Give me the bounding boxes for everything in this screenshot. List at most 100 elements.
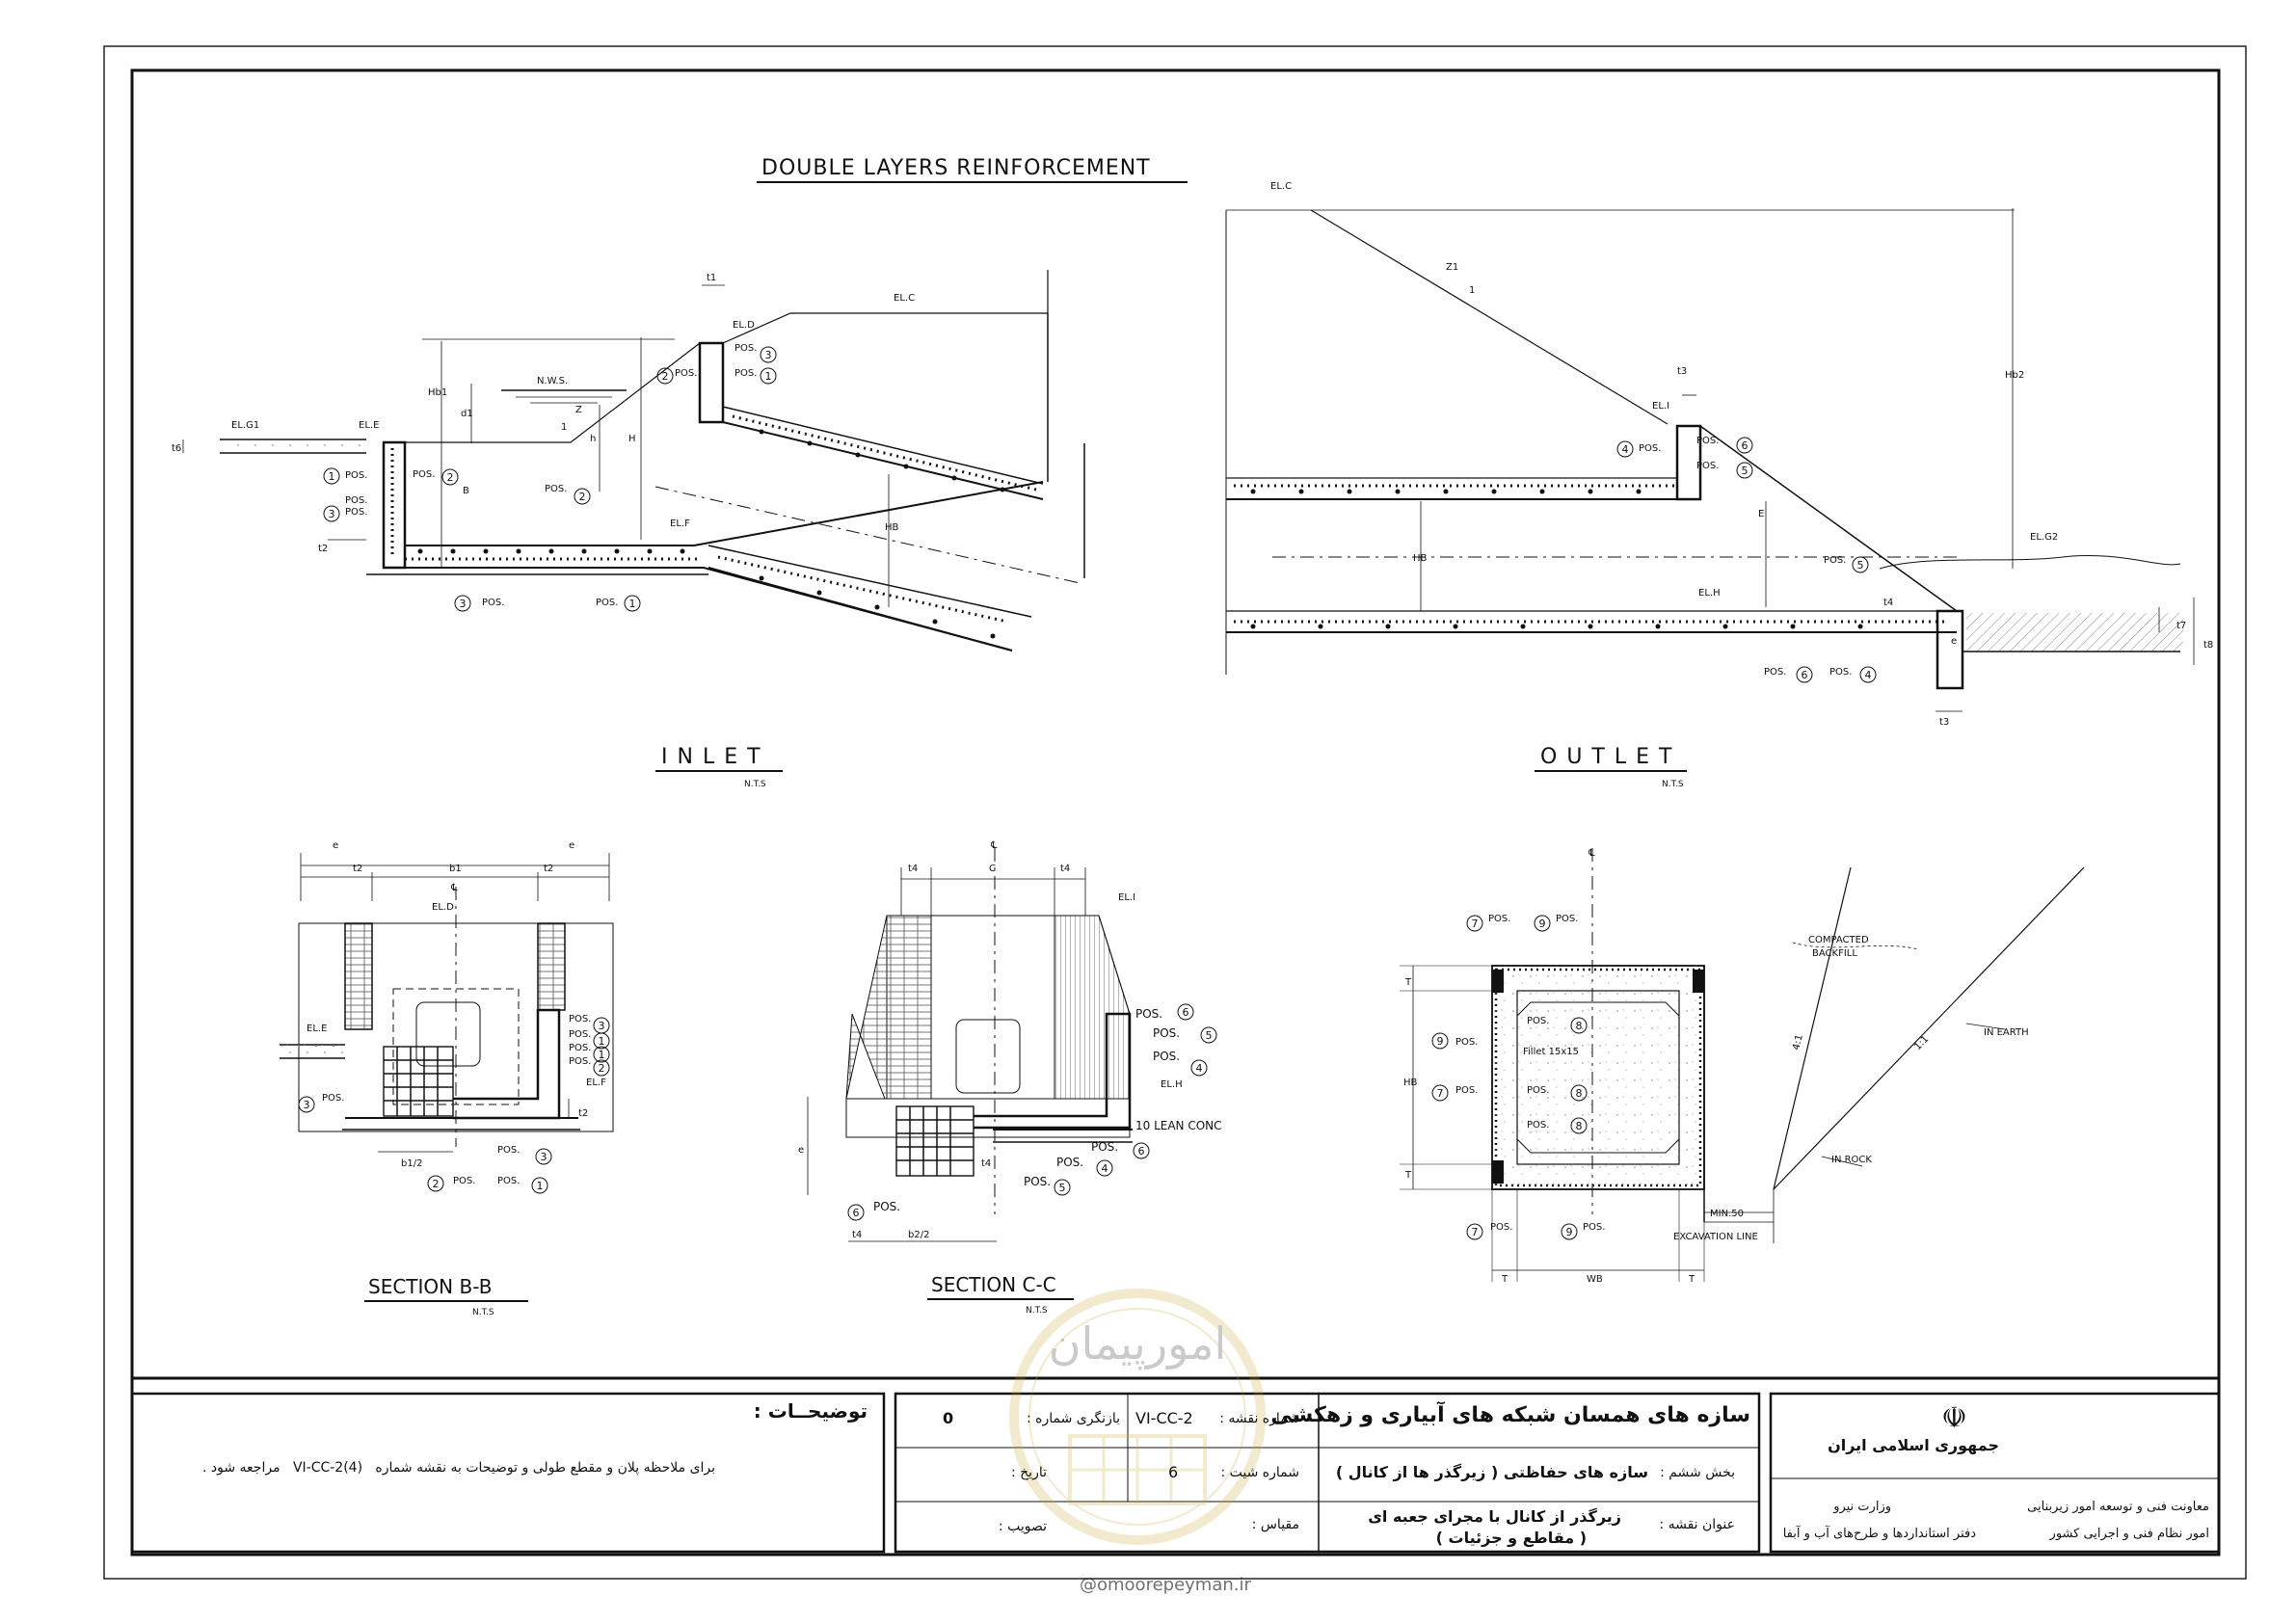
svg-text:POS.: POS. [322,1093,344,1104]
svg-text:EL.F: EL.F [586,1078,606,1088]
svg-text:POS.: POS. [569,1043,591,1053]
svg-text:1: 1 [765,370,772,383]
inlet-title: INLET [661,745,770,769]
svg-text:POS.: POS. [482,598,504,608]
sheet-no: 6 [1168,1463,1179,1481]
svg-text:POS.: POS. [1527,1085,1549,1096]
svg-text:EXCAVATION LINE: EXCAVATION LINE [1673,1232,1758,1242]
svg-text:EL.G2: EL.G2 [2030,532,2058,543]
svg-text:3: 3 [304,1099,310,1111]
outlet-scale: N.T.S [1662,780,1684,789]
svg-text:b1/2: b1/2 [401,1158,422,1169]
box-detail-labels: ℄ COMPACTED BACKFILL IN EARTH IN ROCK 4:… [1403,848,2029,1285]
svg-text:POS.: POS. [1696,436,1719,446]
section-cc-labels: ℄ t4 C t4 EL.I EL.H 10 LEAN CONC e t4 t4… [798,840,1222,1240]
svg-text:5: 5 [1059,1182,1066,1194]
svg-text:6: 6 [1742,439,1749,452]
project-title: سازه های همسان شبکه های آبیاری و زهکشی [1270,1403,1750,1427]
svg-text:POS.: POS. [497,1176,520,1186]
svg-text:b1: b1 [449,864,462,874]
svg-text:MIN.50: MIN.50 [1710,1209,1744,1219]
svg-text:t4: t4 [1883,598,1893,608]
section-value: سازه های حفاظتی ( زیرگذر ها از کانال ) [1335,1463,1648,1481]
sheet-no-label: شماره شیت : [1220,1465,1299,1480]
drawing-title-1: زیرگذر از کانال با مجرای جعبه ای [1368,1507,1621,1526]
svg-text:6: 6 [853,1207,860,1219]
svg-text:e: e [1951,636,1957,647]
svg-text:10 LEAN CONC: 10 LEAN CONC [1135,1119,1222,1132]
svg-text:IN ROCK: IN ROCK [1831,1155,1872,1165]
svg-text:POS.: POS. [345,470,367,481]
svg-text:POS.: POS. [1490,1222,1512,1233]
drawing-no: VI-CC-2 [1135,1409,1193,1427]
svg-text:6: 6 [1138,1145,1145,1157]
box-detail-pos-bubbles [1431,915,1588,1240]
approval-label: تصویب : [998,1519,1047,1534]
iran-emblem-icon: ☫ [1941,1401,1967,1435]
notes-text: برای ملاحظه پلان و مقطع طولی و توضیحات ب… [375,1460,716,1476]
svg-text:8: 8 [1576,1020,1583,1032]
section-cc-title: SECTION C-C [931,1273,1056,1296]
svg-text:t6: t6 [172,443,181,454]
svg-text:2: 2 [599,1062,605,1075]
svg-text:POS.: POS. [1824,555,1846,566]
svg-text:Z1: Z1 [1446,262,1458,273]
svg-text:e: e [333,840,338,851]
revision-label: بازنگری شماره : [1026,1411,1120,1426]
svg-text:1: 1 [599,1049,605,1061]
svg-text:9: 9 [1437,1035,1444,1048]
svg-text:2: 2 [433,1178,440,1190]
inlet-drawing [182,270,1085,652]
notes-ref: VI-CC-2(4) [292,1460,363,1476]
svg-text:H: H [628,434,636,444]
svg-text:EL.E: EL.E [307,1024,327,1034]
svg-text:EL.F: EL.F [670,519,690,529]
svg-text:Fillet 15x15: Fillet 15x15 [1523,1047,1579,1057]
svg-text:POS.: POS. [1455,1085,1478,1096]
svg-text:POS.: POS. [873,1200,900,1213]
office: دفتر استانداردها و طرح‌های آب و آبفا [1782,1527,1976,1541]
svg-text:POS.: POS. [1639,443,1661,454]
svg-text:6: 6 [1802,669,1808,681]
svg-text:POS.: POS. [497,1145,520,1156]
svg-text:B: B [463,486,469,496]
svg-text:4: 4 [1196,1062,1203,1075]
svg-text:Hb1: Hb1 [428,387,447,398]
svg-text:POS.: POS. [1024,1175,1051,1188]
title-block-frame [130,1392,2221,1554]
svg-text:POS.: POS. [734,368,757,379]
svg-text:EL.D: EL.D [733,320,755,331]
svg-text:e: e [798,1145,804,1156]
svg-text:Z: Z [575,405,582,415]
svg-text:POS.: POS. [545,484,567,494]
svg-text:℄: ℄ [1588,848,1595,859]
section-bb-drawing [280,853,614,1153]
svg-text:3: 3 [460,598,467,610]
svg-text:POS.: POS. [1556,914,1578,924]
org-line-1: معاونت فنی و توسعه امور زیربنایی [2027,1500,2209,1514]
outlet-title: OUTLET [1540,745,1681,769]
svg-text:POS.: POS. [1764,667,1786,678]
outlet-drawing [1225,208,2195,712]
notes-line: مراجعه شود . VI-CC-2(4) برای ملاحظه پلان… [202,1460,715,1476]
svg-text:POS.: POS. [569,1029,591,1040]
svg-text:T: T [1404,977,1412,988]
svg-text:3: 3 [541,1151,547,1163]
drawing-no-label: شماره نقشه : [1219,1411,1299,1426]
svg-text:POS.: POS. [675,368,697,379]
svg-text:T: T [1688,1274,1695,1285]
svg-text:2: 2 [579,491,586,503]
svg-text:POS.: POS. [569,1014,591,1024]
svg-text:h: h [590,434,596,444]
svg-text:t2: t2 [544,864,553,874]
svg-text:HB: HB [885,522,899,533]
svg-text:t4: t4 [852,1230,862,1240]
svg-text:EL.C: EL.C [894,293,915,304]
outlet-labels: EL.C EL.I EL.H EL.G2 Z1 1 t3 t3 t4 t7 t8… [1270,181,2213,728]
scale-label: مقیاس : [1251,1517,1299,1532]
svg-text:POS.: POS. [1153,1026,1180,1040]
